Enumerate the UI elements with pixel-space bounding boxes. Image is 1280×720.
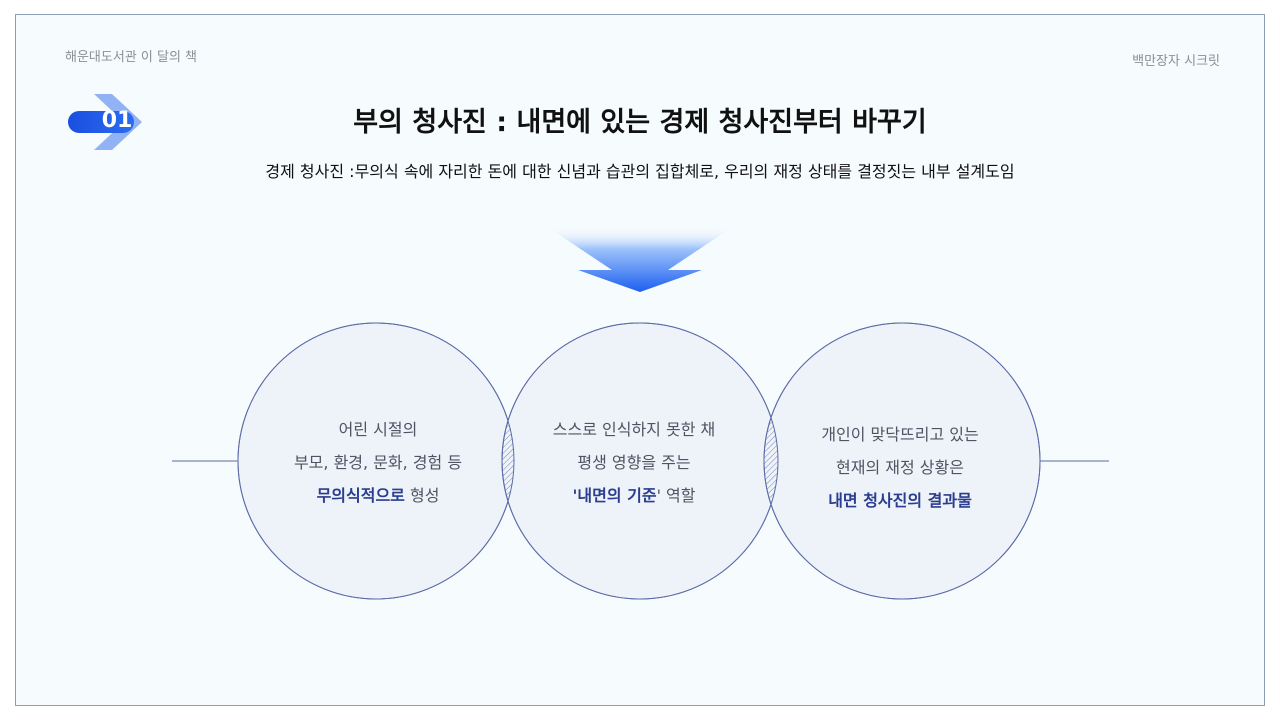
circle-1-line1: 어린 시절의	[338, 420, 418, 439]
circle-1-line2: 부모, 환경, 문화, 경험 등	[293, 453, 463, 472]
circle-2-line2: 평생 영향을 주는	[577, 453, 691, 472]
circle-2-bold: 내면의 기준	[577, 486, 657, 505]
badge-number: 01	[101, 108, 133, 133]
header-left: 해운대도서관 이 달의 책	[65, 50, 197, 65]
circle-3-line2: 현재의 재정 상황은	[836, 458, 964, 477]
circle-1-rest: 형성	[404, 486, 440, 505]
circle-1-line3: 무의식적으로 형성	[258, 479, 498, 512]
circle-2-quote-open: '	[572, 486, 578, 505]
number-badge-icon	[68, 94, 142, 150]
page-title: 부의 청사진 : 내면에 있는 경제 청사진부터 바꾸기	[353, 107, 927, 138]
circle-3-bold: 내면 청사진의 결과물	[828, 491, 972, 510]
down-arrow-icon	[546, 226, 734, 292]
circle-3-text: 개인이 맞닥뜨리고 있는 현재의 재정 상황은 내면 청사진의 결과물	[780, 418, 1020, 517]
circle-2-line3: '내면의 기준' 역할	[514, 479, 754, 512]
circle-2-rest: ' 역할	[656, 486, 696, 505]
header-right: 백만장자 시크릿	[1132, 54, 1220, 69]
circle-1-text: 어린 시절의 부모, 환경, 문화, 경험 등 무의식적으로 형성	[258, 413, 498, 512]
circle-2-text: 스스로 인식하지 못한 채 평생 영향을 주는 '내면의 기준' 역할	[514, 413, 754, 512]
circle-1-bold: 무의식적으로	[316, 486, 405, 505]
circle-3-line1: 개인이 맞닥뜨리고 있는	[821, 425, 979, 444]
circle-3-line3: 내면 청사진의 결과물	[780, 484, 1020, 517]
page-subtitle: 경제 청사진 :무의식 속에 자리한 돈에 대한 신념과 습관의 집합체로, 우…	[265, 162, 1015, 181]
circle-2-line1: 스스로 인식하지 못한 채	[552, 420, 716, 439]
